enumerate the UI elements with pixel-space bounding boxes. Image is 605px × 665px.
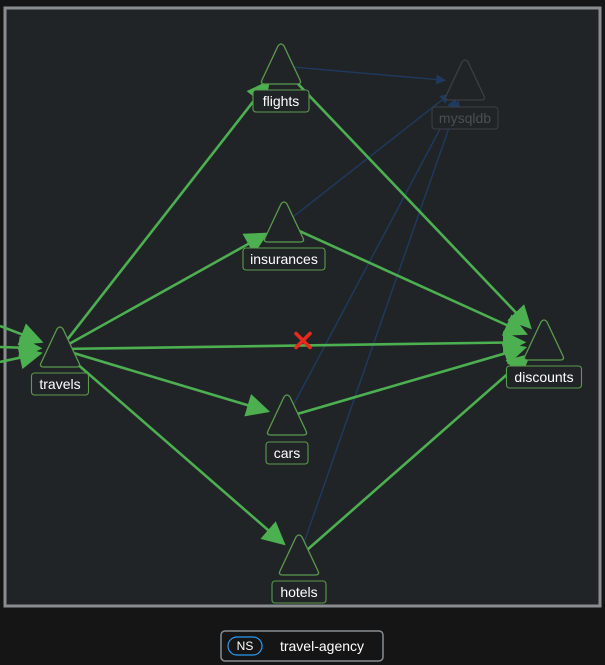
- edge-incoming-travels[interactable]: [0, 346, 43, 370]
- node-hotels[interactable]: hotels: [271, 534, 327, 604]
- nodes-layer: flights mysqldb insurances travels discounts…: [30, 43, 583, 604]
- edge-insurances-mysqldb[interactable]: [289, 93, 451, 220]
- node-insurances[interactable]: insurances: [242, 201, 326, 271]
- edge-flights-mysqldb[interactable]: [288, 65, 447, 85]
- namespace-label[interactable]: NS travel-agency: [220, 630, 384, 662]
- node-label-box: [265, 441, 309, 465]
- edge-hotels-mysqldb[interactable]: [300, 99, 461, 550]
- node-discounts[interactable]: discounts: [505, 319, 583, 389]
- node-label: insurances: [250, 251, 318, 267]
- service-triangle-icon[interactable]: [263, 201, 305, 243]
- node-label-box: [431, 106, 499, 130]
- edge-hotels-discounts[interactable]: [304, 353, 531, 553]
- node-travels[interactable]: travels: [30, 326, 90, 396]
- service-triangle-icon[interactable]: [523, 319, 565, 361]
- edge-travels-flights[interactable]: [63, 79, 271, 344]
- node-label: mysqldb: [439, 110, 491, 126]
- node-label-box: [252, 89, 310, 113]
- service-triangle-icon[interactable]: [260, 43, 302, 85]
- namespace-badge: [227, 636, 263, 656]
- node-label: flights: [263, 93, 300, 109]
- service-triangle-icon[interactable]: [278, 534, 320, 576]
- namespace-badge-text: NS: [237, 639, 254, 653]
- node-label-box: [242, 247, 326, 271]
- namespace-name: travel-agency: [280, 638, 364, 654]
- edge-fault-x-icon: [294, 331, 312, 350]
- faded-edges-layer: [288, 65, 461, 550]
- node-label-box: [505, 365, 583, 389]
- edge-markers-layer: [294, 331, 312, 350]
- edge-travels-hotels[interactable]: [65, 353, 286, 546]
- node-label: travels: [39, 376, 80, 392]
- service-triangle-icon[interactable]: [39, 326, 81, 368]
- node-label: hotels: [280, 584, 317, 600]
- namespace-box[interactable]: [220, 630, 384, 662]
- service-triangle-icon[interactable]: [444, 59, 486, 101]
- edge-flights-discounts[interactable]: [285, 70, 532, 330]
- node-label-box: [271, 580, 327, 604]
- edge-travels-insurances[interactable]: [66, 232, 269, 347]
- edge-cars-mysqldb[interactable]: [290, 98, 457, 411]
- edge-insurances-discounts[interactable]: [290, 226, 528, 336]
- edge-cars-discounts[interactable]: [294, 342, 528, 417]
- edge-incoming-travels[interactable]: [0, 335, 43, 360]
- node-cars[interactable]: cars: [265, 394, 309, 465]
- service-triangle-icon[interactable]: [266, 394, 308, 436]
- node-label: cars: [274, 445, 300, 461]
- node-label-box: [30, 372, 90, 396]
- incoming-edges-layer: [0, 323, 44, 370]
- node-mysqldb[interactable]: mysqldb: [431, 59, 499, 130]
- node-flights[interactable]: flights: [252, 43, 310, 113]
- node-label: discounts: [514, 369, 573, 385]
- edge-travels-cars[interactable]: [67, 350, 271, 417]
